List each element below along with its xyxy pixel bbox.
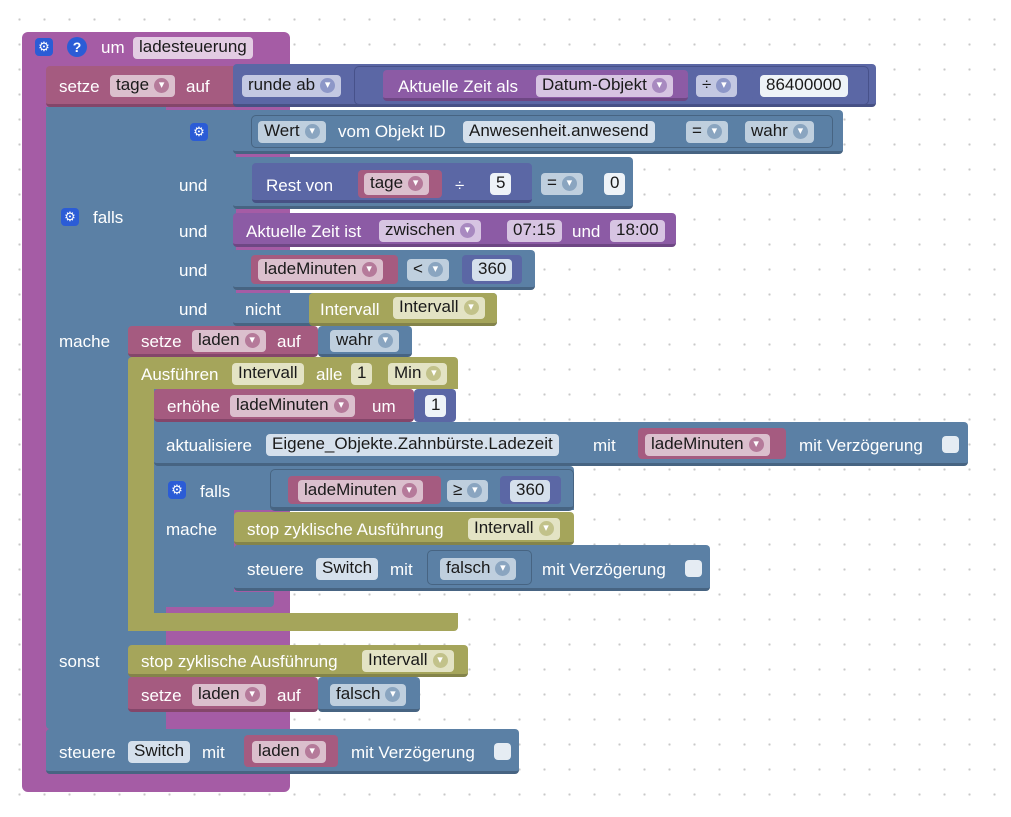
gear-icon[interactable]: ⚙ <box>35 38 53 56</box>
do-label: mache <box>59 332 111 351</box>
control-label: steuere <box>59 743 116 762</box>
set-label: setze <box>141 686 182 705</box>
with-label: mit <box>390 560 413 579</box>
help-icon[interactable]: ? <box>67 37 87 57</box>
run-label: Ausführen <box>141 365 219 384</box>
by-label: um <box>372 397 396 416</box>
unit-dropdown[interactable]: Min <box>388 363 448 385</box>
object-id-field[interactable]: Anwesenheit.anwesend <box>463 121 655 143</box>
not-label: nicht <box>245 300 281 319</box>
interval-dropdown[interactable]: Intervall <box>362 650 454 672</box>
delay-checkbox[interactable] <box>494 743 511 760</box>
delay-checkbox[interactable] <box>685 560 702 577</box>
and-label: und <box>179 222 208 241</box>
laden-dropdown[interactable]: laden <box>192 684 266 706</box>
and-chain-block[interactable] <box>166 110 236 326</box>
switch-target-field[interactable]: Switch <box>316 558 379 580</box>
set-label: setze <box>59 77 100 96</box>
round-mode-dropdown[interactable]: runde ab <box>242 75 342 97</box>
interval-dropdown[interactable]: Intervall <box>393 297 485 319</box>
control-label: steuere <box>247 560 304 579</box>
from-object-label: vom Objekt ID <box>338 122 446 141</box>
to-label: auf <box>277 332 301 351</box>
true-dropdown[interactable]: wahr <box>330 330 399 352</box>
to-label: auf <box>186 77 210 96</box>
set-label: setze <box>141 332 182 351</box>
with-label: mit <box>593 436 616 455</box>
and-label: und <box>179 300 208 319</box>
divide-label: ÷ <box>455 176 465 195</box>
boolean-dropdown[interactable]: wahr <box>745 121 814 143</box>
delay-label: mit Verzögerung <box>351 743 475 762</box>
tage-variable-dropdown[interactable]: tage <box>110 75 176 97</box>
time-format-dropdown[interactable]: Datum-Objekt <box>536 75 673 97</box>
if-label: falls <box>200 482 231 501</box>
function-name-field[interactable]: ladesteuerung <box>133 37 253 59</box>
do-label: mache <box>166 520 218 539</box>
interval-label: Intervall <box>320 300 380 319</box>
inner-if-footer <box>154 592 274 607</box>
inner-if-spine[interactable] <box>154 510 234 607</box>
every-value-field[interactable]: 1 <box>351 363 373 385</box>
update-label: aktualisiere <box>166 436 252 455</box>
zero-field[interactable]: 0 <box>604 173 626 195</box>
false-dropdown[interactable]: falsch <box>440 558 517 580</box>
divisor-field[interactable]: 86400000 <box>760 75 848 97</box>
lademinuten-dropdown[interactable]: ladeMinuten <box>298 480 423 502</box>
gear-icon[interactable]: ⚙ <box>190 123 208 141</box>
delay-checkbox[interactable] <box>942 436 959 453</box>
delay-label: mit Verzögerung <box>799 436 923 455</box>
start-time-field[interactable]: 07:15 <box>507 220 562 242</box>
current-time-is-label: Aktuelle Zeit ist <box>246 222 362 241</box>
gear-icon[interactable]: ⚙ <box>61 208 79 226</box>
increase-label: erhöhe <box>167 397 220 416</box>
switch-target-field[interactable]: Switch <box>128 741 191 763</box>
with-label: mit <box>202 743 225 762</box>
lademinuten-dropdown[interactable]: ladeMinuten <box>258 259 383 281</box>
interval-dropdown[interactable]: Intervall <box>468 518 560 540</box>
ge-operator-dropdown[interactable]: ≥ <box>447 480 489 502</box>
value-dropdown[interactable]: Wert <box>258 121 326 143</box>
update-object-id-field[interactable]: Eigene_Objekte.Zahnbürste.Ladezeit <box>266 434 559 456</box>
between-dropdown[interactable]: zwischen <box>379 220 481 242</box>
compare-operator-dropdown[interactable]: = <box>686 121 728 143</box>
tage-dropdown[interactable]: tage <box>364 173 430 195</box>
to-label: auf <box>277 686 301 705</box>
mod-divisor-field[interactable]: 5 <box>490 173 512 195</box>
limit-field[interactable]: 360 <box>472 259 513 281</box>
amount-field[interactable]: 1 <box>425 395 447 417</box>
interval-name-field[interactable]: Intervall <box>232 363 304 385</box>
and-label: und <box>179 261 208 280</box>
false-dropdown[interactable]: falsch <box>330 684 407 706</box>
every-label: alle <box>316 365 343 384</box>
lademinuten-dropdown[interactable]: ladeMinuten <box>645 434 770 456</box>
gear-icon[interactable]: ⚙ <box>168 481 186 499</box>
stop-label: stop zyklische Ausführung <box>247 520 444 539</box>
run-interval-spine[interactable] <box>128 389 154 631</box>
else-label: sonst <box>59 652 100 671</box>
laden-dropdown[interactable]: laden <box>192 330 266 352</box>
equals-dropdown[interactable]: = <box>541 173 583 195</box>
current-time-label: Aktuelle Zeit als <box>398 77 518 96</box>
threshold-field[interactable]: 360 <box>510 480 551 502</box>
run-interval-footer <box>128 613 458 631</box>
function-keyword: um <box>101 38 125 57</box>
between-and-label: und <box>572 222 601 241</box>
if-label: falls <box>93 208 124 227</box>
remainder-label: Rest von <box>266 176 334 195</box>
end-time-field[interactable]: 18:00 <box>610 220 665 242</box>
lademinuten-dropdown[interactable]: ladeMinuten <box>230 395 355 417</box>
stop-label: stop zyklische Ausführung <box>141 652 338 671</box>
less-than-dropdown[interactable]: < <box>407 259 449 281</box>
and-label: und <box>179 176 208 195</box>
laden-dropdown[interactable]: laden <box>252 741 326 763</box>
delay-label: mit Verzögerung <box>542 560 666 579</box>
divide-operator-dropdown[interactable]: ÷ <box>696 75 738 97</box>
